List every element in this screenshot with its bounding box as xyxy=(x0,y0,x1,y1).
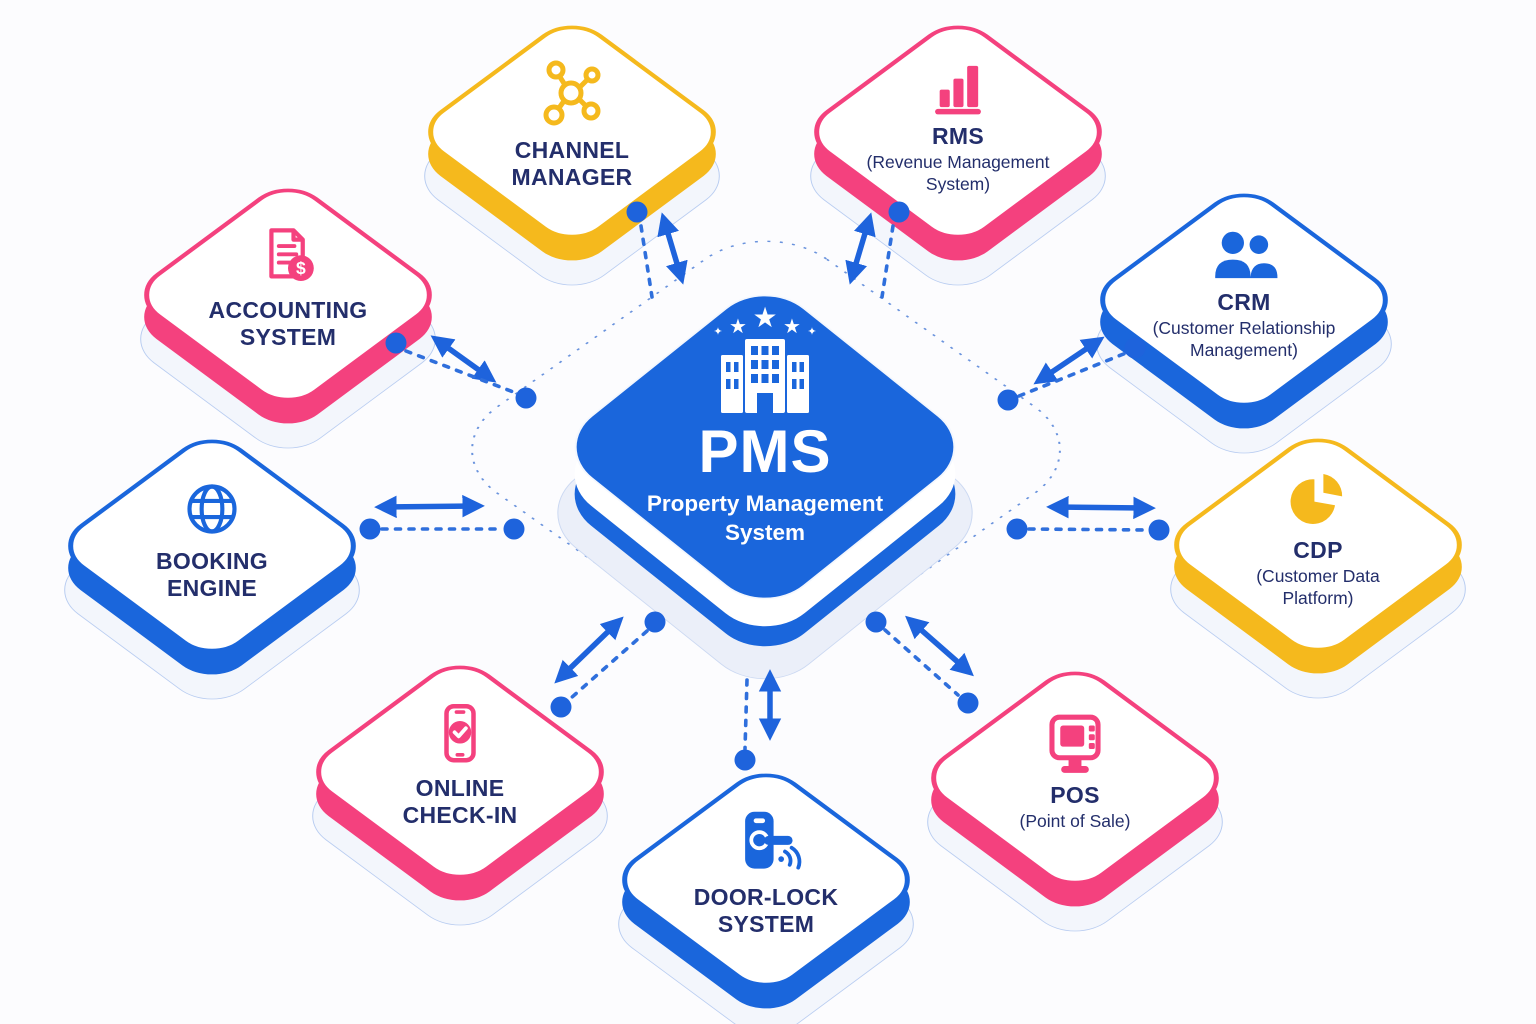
globe-icon xyxy=(176,474,248,544)
node-accounting-system: $ ACCOUNTING SYSTEM xyxy=(118,165,458,463)
node-pos: POS (Point of Sale) xyxy=(905,648,1245,946)
node-title: BOOKING ENGINE xyxy=(156,547,268,601)
node-cdp: CDP (Customer Data Platform) xyxy=(1148,415,1488,713)
node-title: CDP xyxy=(1293,537,1343,564)
node-subtitle: (Customer Relationship Management) xyxy=(1152,318,1336,360)
node-title: ONLINE CHECK-IN xyxy=(402,774,518,828)
pos-terminal-icon xyxy=(1038,708,1112,778)
node-title: DOOR-LOCK SYSTEM xyxy=(693,883,839,937)
phone-check-icon xyxy=(424,699,496,771)
node-title: POS xyxy=(1050,781,1100,808)
pie-chart-icon xyxy=(1282,465,1354,533)
invoice-dollar-icon: $ xyxy=(251,223,325,293)
pms-subtitle: Property Management System xyxy=(646,491,884,545)
node-pms-center: ★ ★ ★ ✦ ✦ xyxy=(525,230,1005,700)
node-title: ACCOUNTING SYSTEM xyxy=(208,296,368,350)
node-subtitle: (Revenue Management System) xyxy=(866,152,1050,194)
bar-chart-icon xyxy=(921,53,995,119)
node-title: CHANNEL MANAGER xyxy=(511,136,633,190)
node-subtitle: (Customer Data Platform) xyxy=(1256,566,1380,608)
node-crm: CRM (Customer Relationship Management) xyxy=(1074,170,1414,468)
node-title: RMS xyxy=(931,123,984,150)
node-title: CRM xyxy=(1217,289,1271,316)
node-subtitle: (Point of Sale) xyxy=(1019,810,1131,831)
network-hub-icon xyxy=(532,57,612,133)
svg-text:★: ★ xyxy=(729,316,747,338)
svg-text:✦: ✦ xyxy=(807,326,816,338)
svg-text:$: $ xyxy=(296,258,306,278)
users-icon xyxy=(1205,223,1283,285)
node-booking-engine: BOOKING ENGINE xyxy=(42,416,382,714)
node-door-lock: DOOR-LOCK SYSTEM xyxy=(596,750,936,1024)
door-lock-wireless-icon xyxy=(726,806,806,880)
svg-text:★: ★ xyxy=(783,316,801,338)
hotel-building-stars-icon: ★ ★ ★ ✦ ✦ xyxy=(685,302,845,420)
node-channel-manager: CHANNEL MANAGER xyxy=(402,2,742,300)
svg-text:✦: ✦ xyxy=(713,326,722,338)
node-online-check-in: ONLINE CHECK-IN xyxy=(290,642,630,940)
node-rms: RMS (Revenue Management System) xyxy=(788,2,1128,300)
svg-text:★: ★ xyxy=(752,303,777,333)
pms-title: PMS xyxy=(698,418,832,486)
